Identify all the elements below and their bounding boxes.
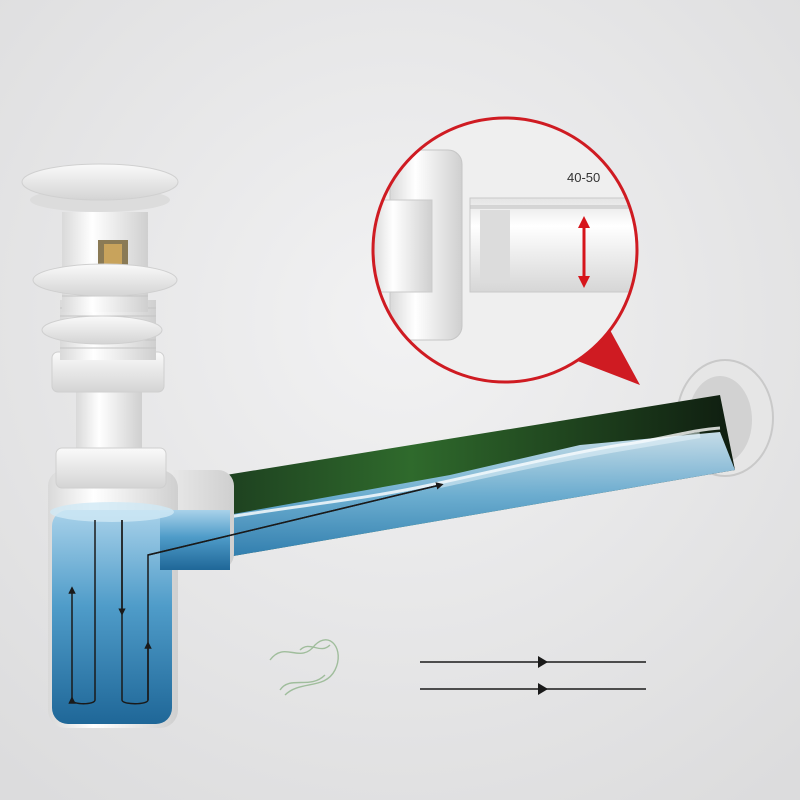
horizontal-pipe — [195, 395, 735, 560]
legend-flow-line-2 — [420, 683, 646, 695]
flow-arrow-right-icon — [538, 683, 548, 695]
flow-arrow-right-icon — [538, 656, 548, 668]
debris-cloud — [269, 639, 339, 696]
zoom-callout: 40-50 — [371, 116, 640, 385]
pop-up-drain — [21, 163, 179, 489]
callout-pointer — [575, 330, 640, 385]
callout-ring — [371, 116, 639, 384]
flow-legend — [420, 656, 646, 695]
dimension-label: 40-50 — [567, 170, 600, 185]
trap-flow-lines — [68, 482, 444, 705]
legend-flow-line-1 — [420, 656, 646, 668]
